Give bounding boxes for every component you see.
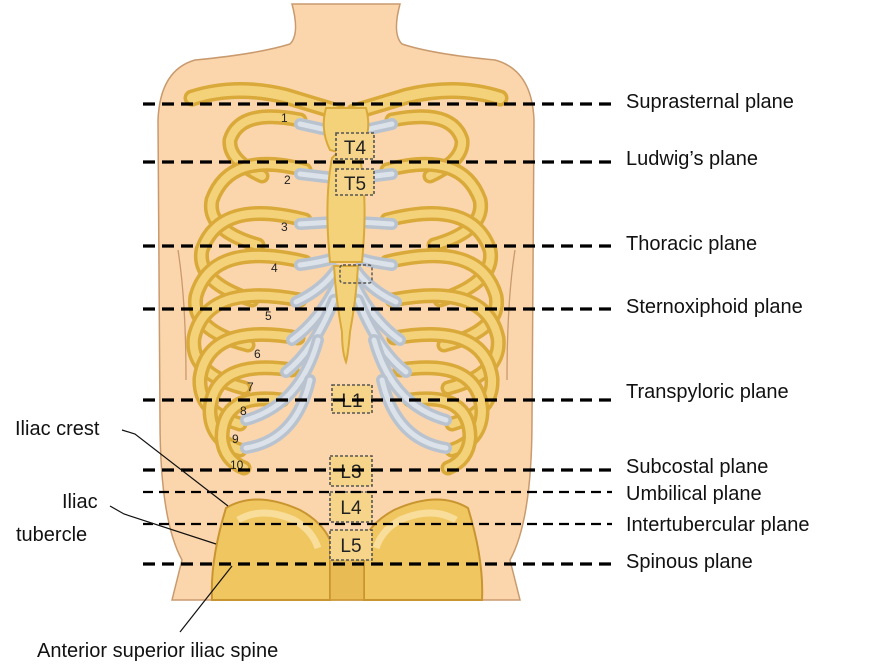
label-suprasternal-plane: Suprasternal plane <box>626 91 794 113</box>
label-umbilical-plane: Umbilical plane <box>626 483 762 505</box>
rib-number: 5 <box>265 309 272 323</box>
rib-number: 9 <box>232 432 239 446</box>
vertebra-label-l4: L4 <box>340 498 362 519</box>
rib-number: 1 <box>281 111 288 125</box>
label-iliac-crest: Iliac crest <box>15 418 100 440</box>
vertebra-label-l5: L5 <box>340 536 361 557</box>
label-iliac-tubercle-line1: Iliac <box>62 491 98 513</box>
label-iliac-tubercle-line2: tubercle <box>16 524 87 546</box>
vertebra-label-t5: T5 <box>344 174 366 195</box>
label-intertubercular-plane: Intertubercular plane <box>626 514 809 536</box>
label-subcostal-plane: Subcostal plane <box>626 456 768 478</box>
vertebra-label-l3: L3 <box>340 462 361 483</box>
label-transpyloric-plane: Transpyloric plane <box>626 381 789 403</box>
rib-number: 6 <box>254 347 261 361</box>
vertebra-label-t4: T4 <box>344 138 367 159</box>
label-thoracic-plane: Thoracic plane <box>626 233 757 255</box>
rib-number: 8 <box>240 404 247 418</box>
plane-labels: Suprasternal plane Ludwig’s plane Thorac… <box>626 91 809 573</box>
rib-number: 4 <box>271 261 278 275</box>
label-sternoxiphoid-plane: Sternoxiphoid plane <box>626 296 803 318</box>
label-anterior-superior-iliac-spine: Anterior superior iliac spine <box>37 640 278 662</box>
rib-number: 7 <box>247 380 254 394</box>
label-spinous-plane: Spinous plane <box>626 551 753 573</box>
label-ludwigs-plane: Ludwig’s plane <box>626 148 758 170</box>
rib-number: 2 <box>284 173 291 187</box>
rib-number: 3 <box>281 220 288 234</box>
